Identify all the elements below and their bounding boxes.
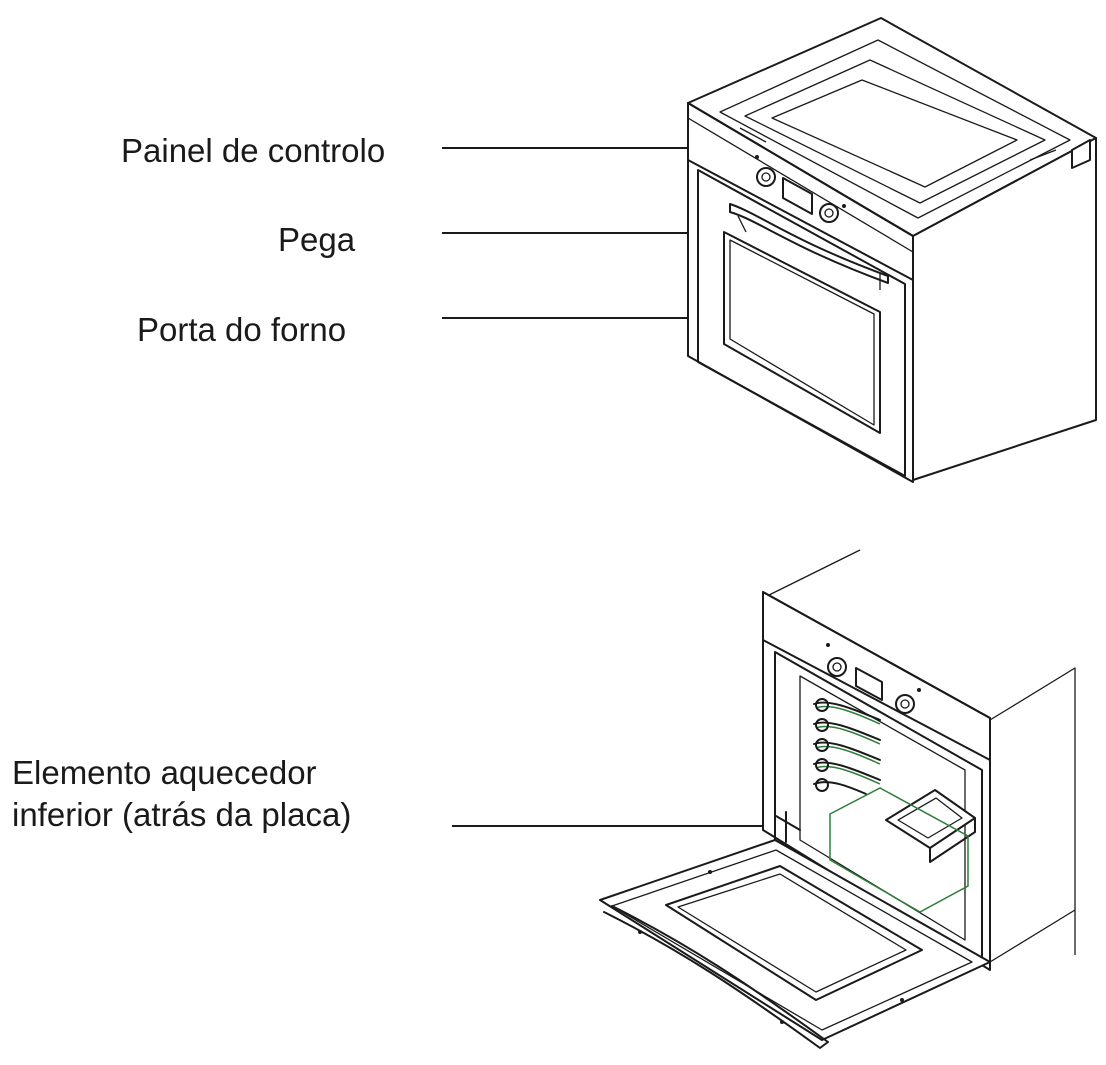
knob-left-icon	[756, 167, 776, 187]
open-knob-left-icon	[827, 657, 847, 677]
label-lower-heating-element-line2: inferior (atrás da placa)	[12, 796, 352, 833]
oven-open-control-panel	[762, 591, 991, 761]
oven-door	[697, 169, 906, 477]
oven-closed-illustration	[687, 17, 1097, 483]
oven-open-door	[599, 839, 991, 1041]
oven-rack-guides	[813, 698, 881, 795]
label-handle: Pega	[278, 221, 356, 258]
label-oven-door: Porta do forno	[137, 311, 347, 348]
label-lower-heating-element: Elemento aquecedor inferior (atrás da pl…	[12, 752, 351, 836]
oven-open-door-handle	[603, 905, 829, 1049]
oven-open-door-window	[665, 865, 923, 1001]
open-knob-right-icon	[895, 694, 915, 714]
label-lower-heating-element-line1: Elemento aquecedor	[12, 754, 317, 791]
label-control-panel: Painel de controlo	[121, 132, 386, 169]
oven-display	[782, 177, 813, 215]
oven-control-panel	[687, 102, 914, 281]
knob-right-icon	[819, 203, 839, 223]
oven-handle	[729, 203, 889, 284]
oven-door-window	[723, 231, 881, 434]
oven-floor-outline	[829, 787, 969, 913]
oven-open-illustration	[599, 549, 1076, 1049]
open-oven-display	[855, 667, 883, 701]
